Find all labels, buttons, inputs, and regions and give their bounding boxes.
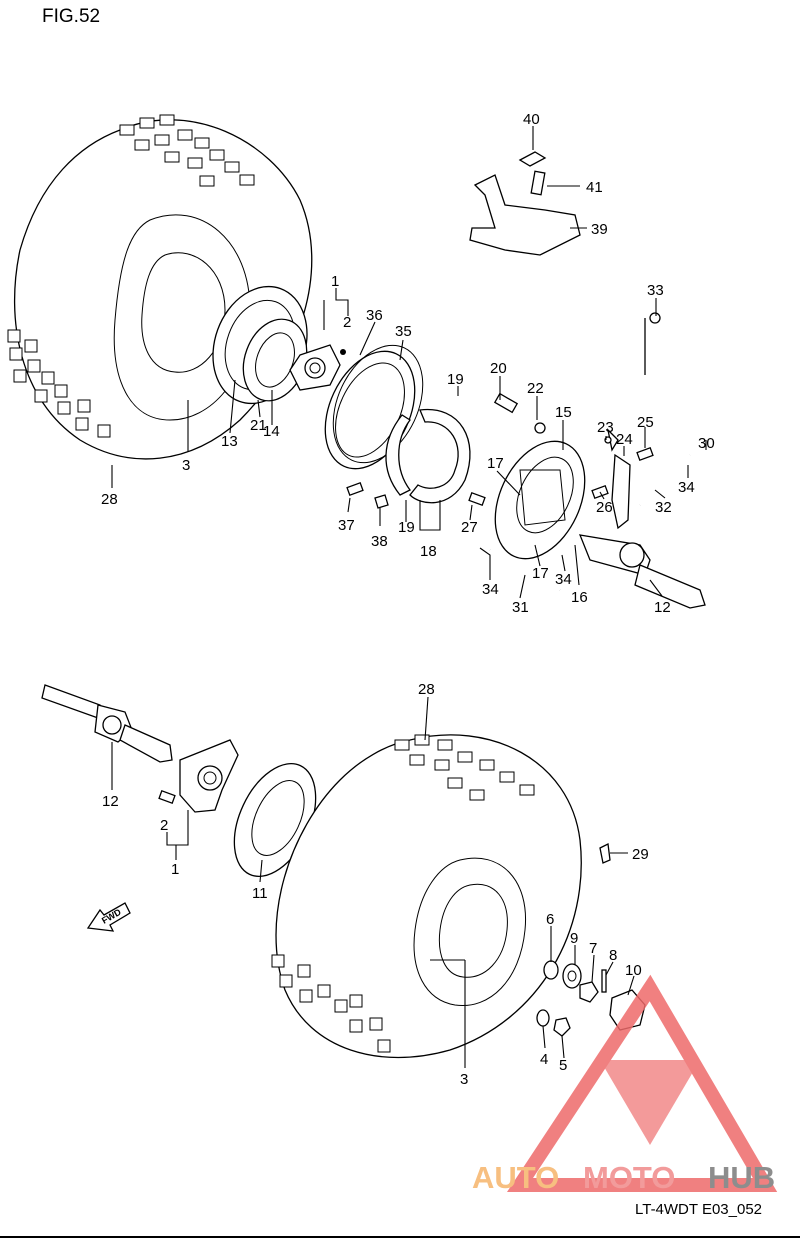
watermark-moto: MOTO: [583, 1160, 675, 1195]
bottom-tire-28: [271, 734, 582, 1059]
top-bracket-39: [469, 174, 581, 256]
label-40: 40: [523, 111, 540, 128]
label-36: 36: [366, 307, 383, 324]
label-28-top: 28: [101, 491, 118, 508]
bottom-leader-lines: [111, 696, 635, 1068]
label-22: 22: [527, 380, 544, 397]
label-32: 32: [655, 499, 672, 516]
top-brake-shoes-18: [385, 408, 471, 504]
label-3-bottom: 3: [460, 1071, 468, 1088]
label-12-bottom: 12: [102, 793, 119, 810]
label-4: 4: [540, 1051, 548, 1068]
label-37: 37: [338, 517, 355, 534]
label-18: 18: [420, 543, 437, 560]
label-6: 6: [546, 911, 554, 928]
label-21: 21: [250, 417, 267, 434]
fwd-direction-icon: FWD: [86, 902, 131, 932]
label-7: 7: [589, 940, 597, 957]
label-2-top: 2: [343, 314, 351, 331]
label-13: 13: [221, 433, 238, 450]
label-5: 5: [559, 1057, 567, 1074]
label-33: 33: [647, 282, 664, 299]
label-19a: 19: [447, 371, 464, 388]
bottom-wheel-hub-1: [158, 739, 239, 813]
label-23: 23: [597, 419, 614, 436]
label-14: 14: [263, 423, 280, 440]
top-wheel-hub-1: [289, 344, 346, 391]
label-2-bottom: 2: [160, 817, 168, 834]
label-1-top: 1: [331, 273, 339, 290]
label-8: 8: [609, 947, 617, 964]
drawing-code: LT-4WDT E03_052: [635, 1201, 762, 1218]
label-34b: 34: [555, 571, 572, 588]
label-19b: 19: [398, 519, 415, 536]
watermark-auto: AUTO: [472, 1160, 559, 1195]
label-41: 41: [586, 179, 603, 196]
label-34c: 34: [482, 581, 499, 598]
label-24: 24: [616, 431, 633, 448]
label-31: 31: [512, 599, 529, 616]
bottom-axle-12: [41, 684, 173, 763]
label-16: 16: [571, 589, 588, 606]
label-10: 10: [625, 962, 642, 979]
label-34a: 34: [678, 479, 695, 496]
label-27: 27: [461, 519, 478, 536]
label-26: 26: [596, 499, 613, 516]
top-backing-plate-15: [494, 440, 586, 560]
top-leader-lines: [111, 126, 707, 599]
label-17a: 17: [487, 455, 504, 472]
label-1-bottom: 1: [171, 861, 179, 878]
label-38: 38: [371, 533, 388, 550]
watermark-logo: AUTO MOTO HUB: [472, 974, 778, 1195]
label-15: 15: [555, 404, 572, 421]
label-25: 25: [637, 414, 654, 431]
label-20: 20: [490, 360, 507, 377]
label-30: 30: [698, 435, 715, 452]
watermark-hub: HUB: [708, 1160, 775, 1195]
label-12-top: 12: [654, 599, 671, 616]
label-29: 29: [632, 846, 649, 863]
label-3-top: 3: [182, 457, 190, 474]
figure-title: FIG.52: [42, 6, 100, 27]
label-9: 9: [570, 930, 578, 947]
label-17b: 17: [532, 565, 549, 582]
label-35: 35: [395, 323, 412, 340]
label-11: 11: [252, 885, 268, 902]
label-39: 39: [591, 221, 608, 238]
label-28-bottom: 28: [418, 681, 435, 698]
bottom-callout-labels: 28 12 2 1 11 29 6 9 7 8 10 4 5 3: [102, 681, 649, 1088]
top-callout-labels: 40 41 39 33 1 2 36 35 19 20 22 15 23 24 …: [101, 111, 715, 616]
top-bolts: [346, 151, 654, 530]
top-axle-12: [578, 534, 706, 609]
